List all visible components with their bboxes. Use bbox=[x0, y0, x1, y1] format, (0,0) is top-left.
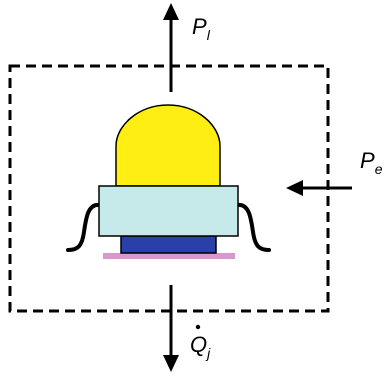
left-lead bbox=[66, 202, 102, 252]
right-lead bbox=[235, 202, 271, 252]
led-package bbox=[66, 104, 271, 259]
led-base bbox=[120, 235, 217, 254]
led-body bbox=[98, 185, 239, 237]
heat-flow-dot-accent bbox=[195, 324, 201, 330]
led-dome bbox=[115, 104, 221, 187]
electrical-power-label: Pe bbox=[360, 148, 383, 177]
light-power-arrow bbox=[163, 3, 179, 92]
light-power-label: Pl bbox=[192, 14, 211, 43]
heat-flow-label: Qj bbox=[190, 332, 211, 361]
electrical-power-arrow bbox=[286, 180, 352, 196]
solder-pad bbox=[103, 253, 235, 259]
heat-flow-arrow bbox=[163, 285, 179, 372]
